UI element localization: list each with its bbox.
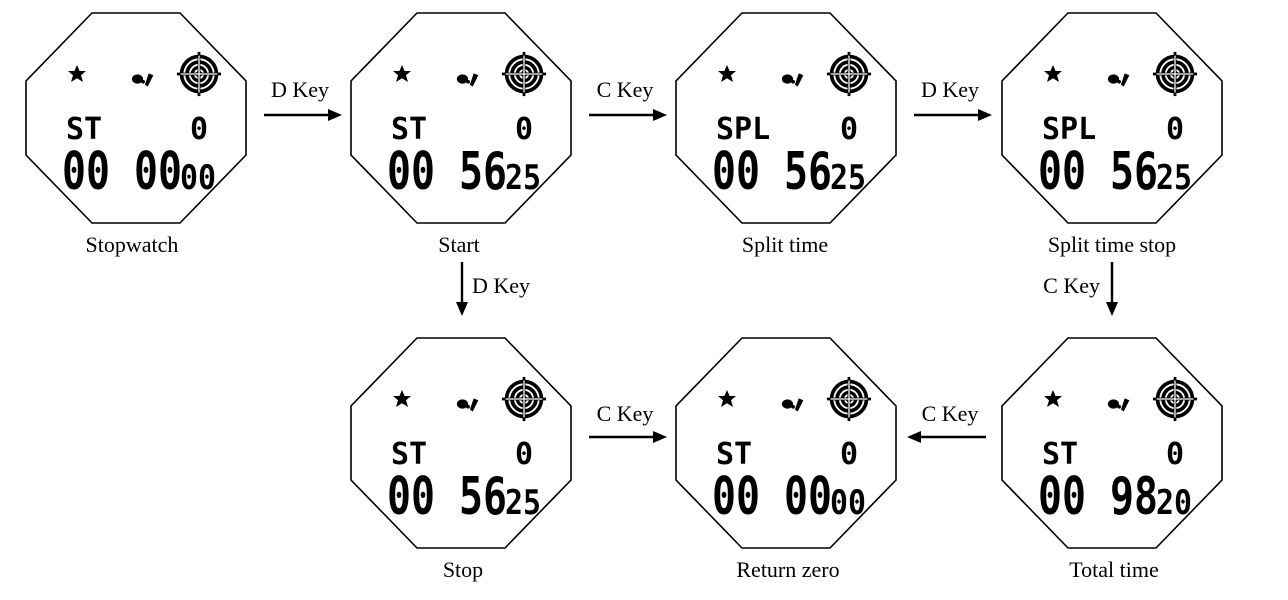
label-total-time: Total time bbox=[1069, 557, 1159, 582]
watch-total-time: ST 0 00 98 20 bbox=[1001, 337, 1223, 549]
transition-key-label: C Key bbox=[922, 401, 979, 426]
main-time-digits: 00 98 bbox=[1038, 467, 1158, 527]
main-time-digits: 00 56 bbox=[712, 142, 832, 202]
label-split-time-stop: Split time stop bbox=[1048, 232, 1176, 257]
lap-counter: 0 bbox=[190, 112, 208, 147]
lap-counter: 0 bbox=[840, 437, 858, 472]
label-return-zero: Return zero bbox=[736, 557, 839, 582]
hundredths-digits: 25 bbox=[1156, 158, 1192, 198]
lap-counter: 0 bbox=[840, 112, 858, 147]
main-time-digits: 00 00 bbox=[62, 142, 182, 202]
label-stopwatch: Stopwatch bbox=[86, 232, 179, 257]
label-start: Start bbox=[438, 232, 480, 257]
mode-indicator: ST bbox=[66, 112, 102, 147]
watch-stopwatch: ST 0 00 00 00 bbox=[25, 12, 247, 224]
lap-counter: 0 bbox=[1166, 437, 1184, 472]
arrow-stopwatch-to-start: D Key bbox=[264, 77, 342, 121]
watch-start: ST 0 00 56 25 bbox=[350, 12, 572, 224]
mode-indicator: ST bbox=[391, 437, 427, 472]
main-time-digits: 00 56 bbox=[387, 142, 507, 202]
label-split-time: Split time bbox=[742, 232, 828, 257]
arrow-start-to-stop: D Key bbox=[456, 262, 530, 316]
mode-indicator: ST bbox=[716, 437, 752, 472]
arrow-total-time-to-return-zero: C Key bbox=[907, 401, 986, 443]
label-stop: Stop bbox=[443, 557, 483, 582]
hundredths-digits: 00 bbox=[180, 158, 216, 198]
hundredths-digits: 25 bbox=[505, 158, 541, 198]
arrow-split-time-stop-to-total-time: C Key bbox=[1043, 262, 1118, 316]
transition-key-label: C Key bbox=[1043, 273, 1100, 298]
lap-counter: 0 bbox=[1166, 112, 1184, 147]
arrow-start-to-split-time: C Key bbox=[589, 77, 667, 121]
transition-key-label: D Key bbox=[271, 77, 329, 102]
watch-stop: ST 0 00 56 25 bbox=[350, 337, 572, 549]
lap-counter: 0 bbox=[515, 112, 533, 147]
transition-key-label: D Key bbox=[472, 273, 530, 298]
mode-indicator: SPL bbox=[716, 112, 770, 147]
main-time-digits: 00 56 bbox=[1038, 142, 1158, 202]
hundredths-digits: 20 bbox=[1156, 483, 1192, 523]
transition-key-label: C Key bbox=[597, 77, 654, 102]
mode-indicator: SPL bbox=[1042, 112, 1096, 147]
transition-key-label: D Key bbox=[921, 77, 979, 102]
watch-split-time: SPL 0 00 56 25 bbox=[675, 12, 897, 224]
hundredths-digits: 00 bbox=[830, 483, 866, 523]
arrow-split-time-to-split-time-stop: D Key bbox=[914, 77, 992, 121]
hundredths-digits: 25 bbox=[505, 483, 541, 523]
watch-return-zero: ST 0 00 00 00 bbox=[675, 337, 897, 549]
mode-indicator: ST bbox=[1042, 437, 1078, 472]
watch-split-time-stop: SPL 0 00 56 25 bbox=[1001, 12, 1223, 224]
arrow-stop-to-return-zero: C Key bbox=[589, 401, 667, 443]
main-time-digits: 00 00 bbox=[712, 467, 832, 527]
mode-indicator: ST bbox=[391, 112, 427, 147]
hundredths-digits: 25 bbox=[830, 158, 866, 198]
lap-counter: 0 bbox=[515, 437, 533, 472]
main-time-digits: 00 56 bbox=[387, 467, 507, 527]
transition-key-label: C Key bbox=[597, 401, 654, 426]
